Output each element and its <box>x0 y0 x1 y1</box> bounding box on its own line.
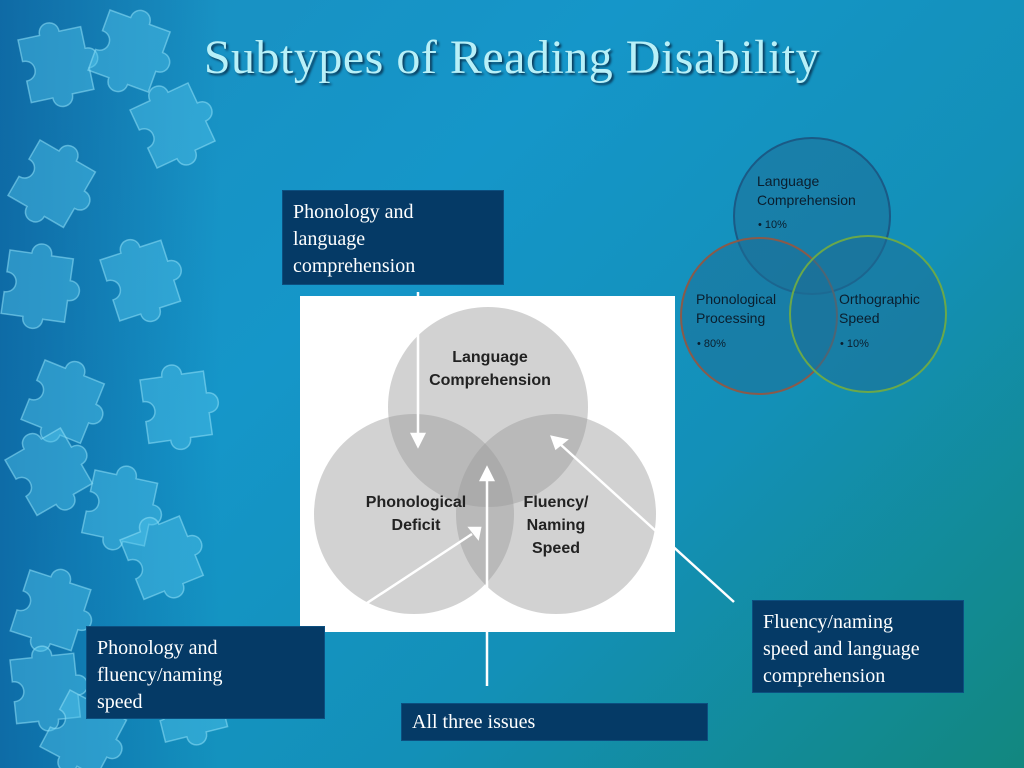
small-circle-orthographic <box>789 235 947 393</box>
venn-label-fluency-1: Fluency/ <box>524 494 589 511</box>
small-label-orthographic-1: Orthographic <box>839 291 920 307</box>
arrow-bottom-left <box>325 532 473 632</box>
small-bullet-language: • 10% <box>758 219 787 231</box>
callout-line: Phonology and <box>293 201 414 223</box>
callout-line: comprehension <box>293 255 416 277</box>
callout-line: All three issues <box>412 711 536 733</box>
arrow-bottom-right <box>559 443 735 603</box>
venn-label-fluency-3: Speed <box>532 540 580 557</box>
callout-all-three: All three issues <box>401 703 708 741</box>
callout-line: speed and language <box>763 638 920 660</box>
callout-line: Phonology and <box>97 637 218 659</box>
slide-title: Subtypes of Reading Disability <box>203 31 821 84</box>
small-label-orthographic-2: Speed <box>839 310 879 326</box>
small-bullet-phonological: • 80% <box>697 338 726 350</box>
callout-line: speed <box>97 691 143 713</box>
callout-line: comprehension <box>763 665 886 687</box>
venn-circle-language <box>388 307 588 507</box>
small-label-language-1: Language <box>757 173 820 189</box>
small-label-language-2: Comprehension <box>757 192 856 208</box>
venn-label-language-2: Comprehension <box>429 372 551 389</box>
venn-circle-phonological <box>314 414 514 614</box>
small-bullet-orthographic: • 10% <box>840 338 869 350</box>
callout-fluency-language: Fluency/naming speed and language compre… <box>752 600 964 693</box>
callout-line: language <box>293 228 366 250</box>
venn-label-fluency-2: Naming <box>527 517 586 534</box>
small-label-phonological-2: Processing <box>696 310 765 326</box>
callout-phonology-language: Phonology and language comprehension <box>282 190 504 285</box>
callout-line: fluency/naming <box>97 664 223 686</box>
callout-phonology-fluency: Phonology and fluency/naming speed <box>86 626 325 719</box>
venn-label-phonological-2: Deficit <box>392 517 442 534</box>
small-label-phonological-1: Phonological <box>696 291 776 307</box>
callout-line: Fluency/naming <box>763 611 893 633</box>
venn-circle-fluency <box>456 414 656 614</box>
venn-label-language-1: Language <box>452 349 528 366</box>
venn-label-phonological-1: Phonological <box>366 494 466 511</box>
